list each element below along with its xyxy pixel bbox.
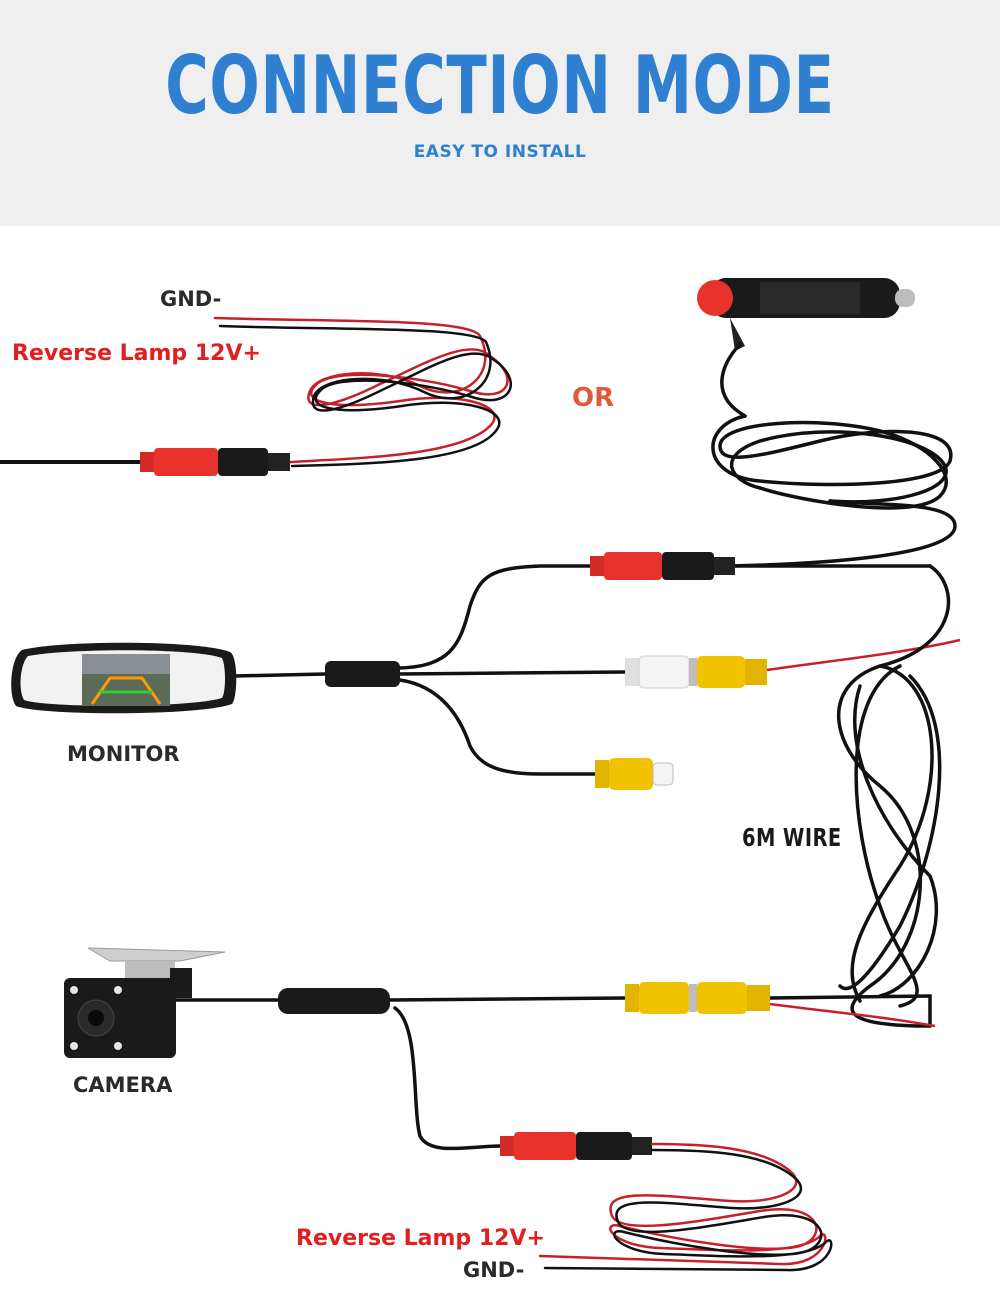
monitor-rca-video-link — [625, 655, 767, 689]
power-coil — [711, 342, 957, 568]
monitor-dc-connector — [590, 552, 735, 580]
bottom-power-lead — [538, 1142, 833, 1272]
camera-harness — [173, 994, 932, 1151]
wire-length-label: 6M WIRE — [742, 823, 842, 852]
backup-camera-icon — [64, 947, 226, 1058]
connection-diagram — [0, 278, 961, 1272]
gnd-label-top: GND- — [160, 287, 222, 311]
monitor-rca-trigger — [595, 758, 674, 790]
red-lead-lower — [769, 1002, 936, 1028]
or-label: OR — [572, 383, 615, 413]
reverse-lamp-label-bottom: Reverse Lamp 12V+ — [296, 1226, 545, 1251]
reverse-lamp-label-top: Reverse Lamp 12V+ — [12, 341, 261, 366]
red-lead-upper — [766, 638, 961, 672]
header-banner: CONNECTION MODE EASY TO INSTALL — [0, 0, 1000, 226]
page-title: CONNECTION MODE — [165, 39, 835, 132]
bottom-dc-connector — [500, 1132, 652, 1160]
camera-rca-link — [625, 982, 770, 1014]
rear-view-mirror-monitor-icon — [11, 642, 237, 714]
page-subtitle: EASY TO INSTALL — [413, 142, 587, 162]
top-dc-connector — [140, 448, 290, 476]
car-cigarette-plug-icon — [697, 278, 915, 351]
top-power-lead — [0, 316, 512, 468]
monitor-label: MONITOR — [67, 742, 180, 766]
6m-wire-coil — [837, 564, 951, 1028]
y-splitter — [325, 661, 400, 687]
camera-inline-connector — [278, 988, 390, 1014]
monitor-harness — [233, 564, 932, 776]
camera-label: CAMERA — [73, 1073, 173, 1097]
gnd-label-bottom: GND- — [463, 1258, 525, 1282]
